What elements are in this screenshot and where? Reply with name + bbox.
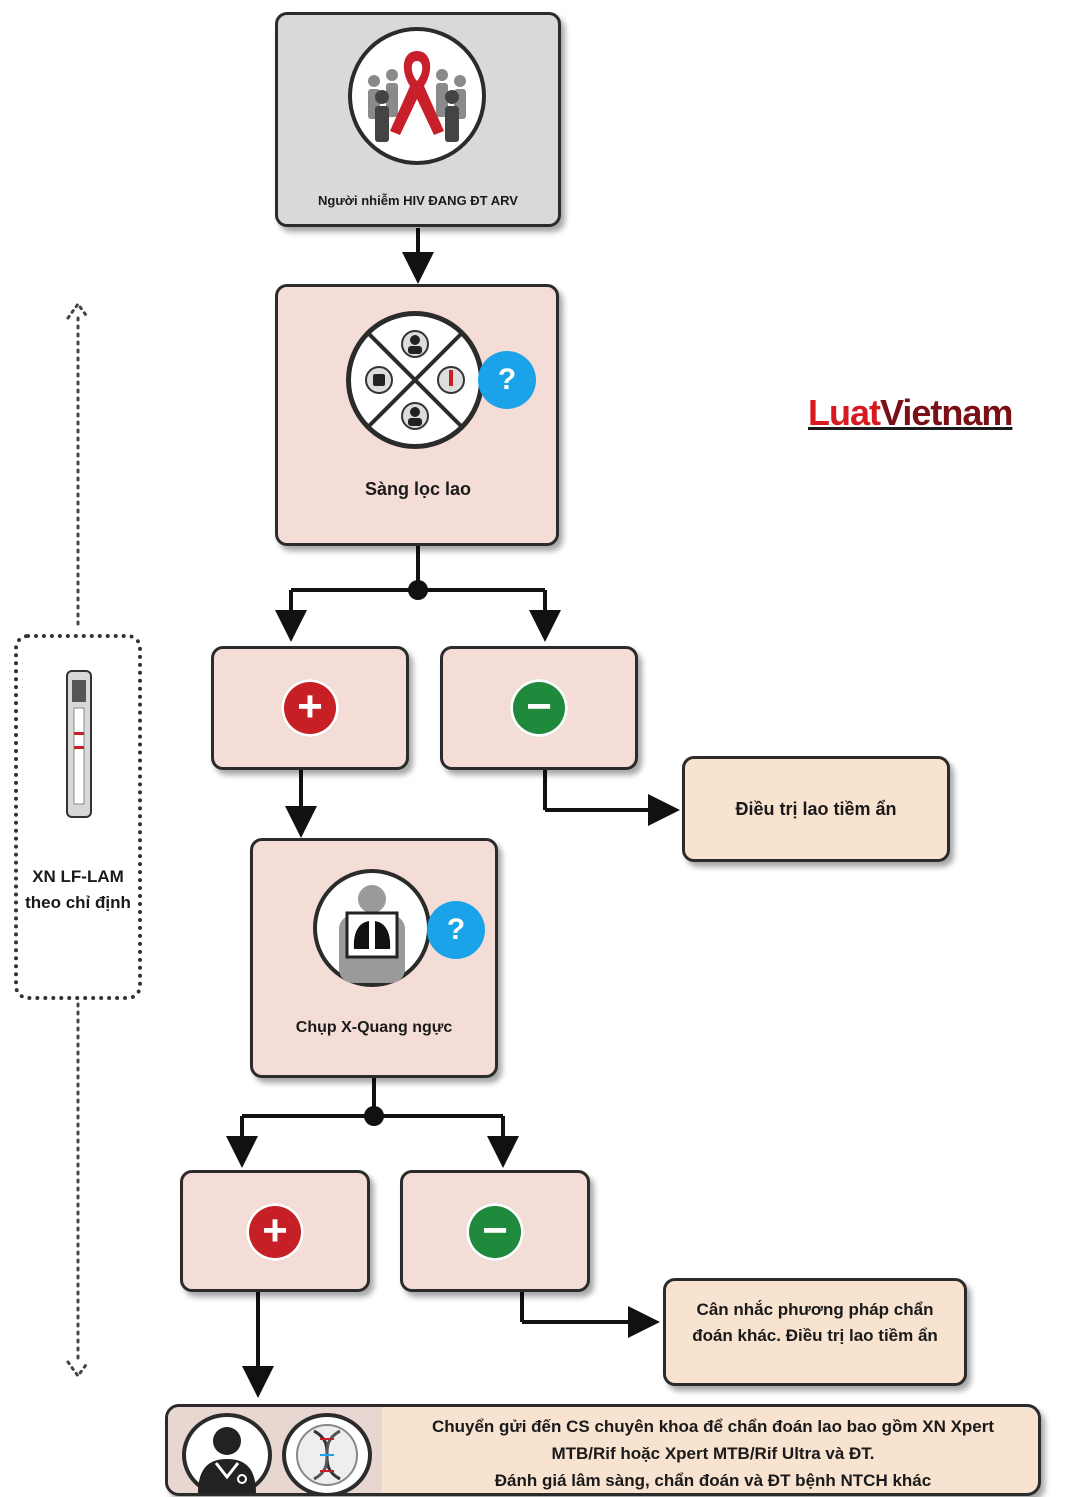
- question-icon: ?: [478, 351, 536, 409]
- screening-positive-box: +: [211, 646, 409, 770]
- plus-icon: +: [281, 679, 339, 737]
- test-strip-icon: [66, 670, 92, 818]
- xray-negative-box: −: [400, 1170, 590, 1292]
- xray-label: Chụp X-Quang ngực: [295, 1019, 453, 1036]
- screening-negative-box: −: [440, 646, 638, 770]
- xray-positive-box: +: [180, 1170, 370, 1292]
- lung-xray-icon: [313, 869, 431, 987]
- other-methods-label: Cân nhắc phương pháp chẩn đoán khác. Điề…: [692, 1300, 938, 1345]
- start-label: Người nhiễm HIV ĐANG ĐT ARV: [318, 193, 518, 208]
- start-box: Người nhiễm HIV ĐANG ĐT ARV: [275, 12, 561, 227]
- lf-lam-label: XN LF-LAM theo chỉ định: [25, 867, 131, 912]
- latent-treatment-box: Điều trị lao tiềm ẩn: [682, 756, 950, 862]
- dna-icon: [282, 1413, 372, 1493]
- referral-line-1: Chuyển gửi đến CS chuyên khoa để chẩn đo…: [431, 1417, 995, 1436]
- lf-lam-panel: XN LF-LAM theo chỉ định: [14, 634, 142, 1000]
- latent-treatment-label: Điều trị lao tiềm ẩn: [735, 799, 897, 819]
- referral-text: Chuyển gửi đến CS chuyên khoa để chẩn đo…: [388, 1413, 1038, 1493]
- luatvietnam-logo: LuatVietnam: [808, 392, 1013, 433]
- referral-line-3: Đánh giá lâm sàng, chẩn đoán và ĐT bệnh …: [494, 1471, 932, 1490]
- screening-label: Sàng lọc lao: [364, 479, 472, 499]
- xray-box: ? Chụp X-Quang ngực: [250, 838, 498, 1078]
- doctor-icon: [182, 1413, 272, 1493]
- minus-icon: −: [466, 1203, 524, 1261]
- question-icon: ?: [427, 901, 485, 959]
- minus-icon: −: [510, 679, 568, 737]
- hiv-ribbon-crowd-icon: [348, 27, 486, 165]
- plus-icon: +: [246, 1203, 304, 1261]
- referral-box: Chuyển gửi đến CS chuyên khoa để chẩn đo…: [165, 1404, 1041, 1496]
- screening-wheel-icon: [346, 311, 484, 449]
- screening-box: ? Sàng lọc lao: [275, 284, 559, 546]
- referral-line-2: MTB/Rif hoặc Xpert MTB/Rif Ultra và ĐT.: [551, 1444, 875, 1463]
- other-methods-box: Cân nhắc phương pháp chẩn đoán khác. Điề…: [663, 1278, 967, 1386]
